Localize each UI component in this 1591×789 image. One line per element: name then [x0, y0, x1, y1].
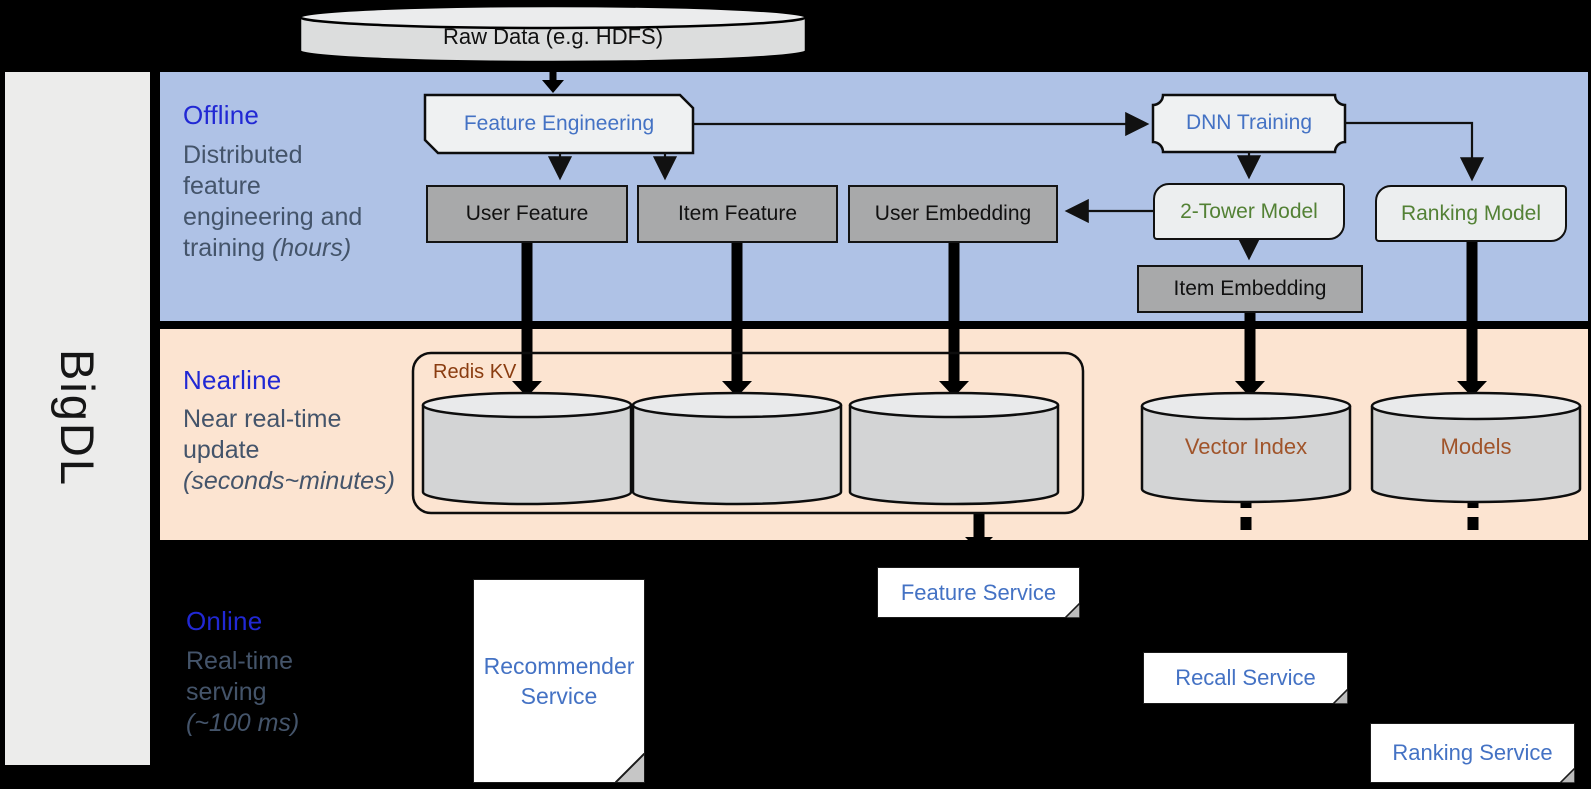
redis-cylinder-3: [848, 391, 1060, 506]
ranking-model-node: Ranking Model: [1375, 185, 1567, 242]
raw-data-cylinder: [298, 4, 808, 64]
redis-kv-label: Redis KV: [433, 361, 517, 383]
offline-desc-main: Distributed feature engineering and trai…: [183, 141, 363, 262]
nearline-section-desc: Near real-time update (seconds~minutes): [183, 404, 448, 497]
two-tower-model-node: 2-Tower Model: [1153, 183, 1345, 240]
nearline-desc-main: Near real-time update: [183, 405, 342, 464]
arrow-dnn-to-ranking-model: [1345, 121, 1485, 182]
recall-service-label: Recall Service: [1175, 665, 1316, 690]
nearline-desc-italic: (seconds~minutes): [183, 467, 395, 495]
online-desc-main: Real-time serving: [186, 647, 293, 706]
recommender-service-label: Recommender Service: [483, 653, 635, 709]
item-feature-node: Item Feature: [637, 185, 838, 243]
arrow-ranking-model-to-models: [1457, 242, 1487, 397]
thick-arrows: [512, 62, 1487, 551]
ranking-service-label: Ranking Service: [1392, 740, 1553, 765]
feature-service-label: Feature Service: [900, 579, 1057, 605]
sidebar-brand-panel: BigDL: [5, 72, 150, 765]
online-desc-italic: (~100 ms): [186, 709, 300, 737]
arrow-redis-to-feature-service: [965, 513, 993, 551]
recommender-service-node: Recommender Service: [473, 579, 645, 783]
user-embedding-node: User Embedding: [848, 185, 1058, 243]
page-fold-icon: [615, 753, 645, 783]
models-label: Models: [1440, 434, 1512, 459]
feature-engineering-shape: [423, 93, 695, 155]
redis-cylinder-1: [421, 391, 633, 506]
dashed-arrow-models-2: [1467, 517, 1479, 530]
page-fold-icon: [1065, 603, 1080, 618]
offline-section-desc: Distributed feature engineering and trai…: [183, 140, 448, 264]
arrow-raw-data-to-fe: [542, 62, 564, 93]
vector-index-label: Vector Index: [1184, 434, 1308, 459]
ranking-service-node: Ranking Service: [1370, 723, 1575, 783]
arrow-user-embedding-to-redis: [939, 243, 969, 397]
arrow-user-feature-to-redis: [512, 243, 542, 397]
feature-service-node: Feature Service: [877, 567, 1080, 618]
item-embedding-node: Item Embedding: [1137, 265, 1363, 313]
arrow-item-feature-to-redis: [722, 243, 752, 397]
dnn-training-node: DNN Training: [1185, 111, 1313, 135]
raw-data-label: Raw Data (e.g. HDFS): [442, 24, 664, 49]
page-fold-icon: [1560, 768, 1575, 783]
offline-desc-italic: (hours): [271, 234, 352, 262]
models-cylinder: [1370, 391, 1582, 504]
redis-kv-container: [411, 351, 1085, 515]
online-section-desc: Real-time serving (~100 ms): [186, 646, 451, 739]
dnn-training-shape: [1151, 93, 1347, 154]
dashed-arrow-vector-index-2: [1240, 517, 1252, 530]
page-fold-icon: [1333, 689, 1348, 704]
brand-logo-text: BigDL: [51, 349, 104, 488]
nearline-section-title: Nearline: [183, 365, 282, 395]
user-feature-node: User Feature: [426, 185, 628, 243]
feature-engineering-node: Feature Engineering: [463, 111, 655, 135]
vector-index-cylinder: [1140, 391, 1352, 504]
thin-connectors: [547, 111, 1485, 261]
online-section-title: Online: [186, 606, 263, 636]
offline-section-title: Offline: [183, 100, 260, 130]
arrow-item-embedding-to-vector-index: [1235, 313, 1265, 397]
redis-cylinder-2: [631, 391, 843, 506]
recall-service-node: Recall Service: [1143, 652, 1348, 704]
